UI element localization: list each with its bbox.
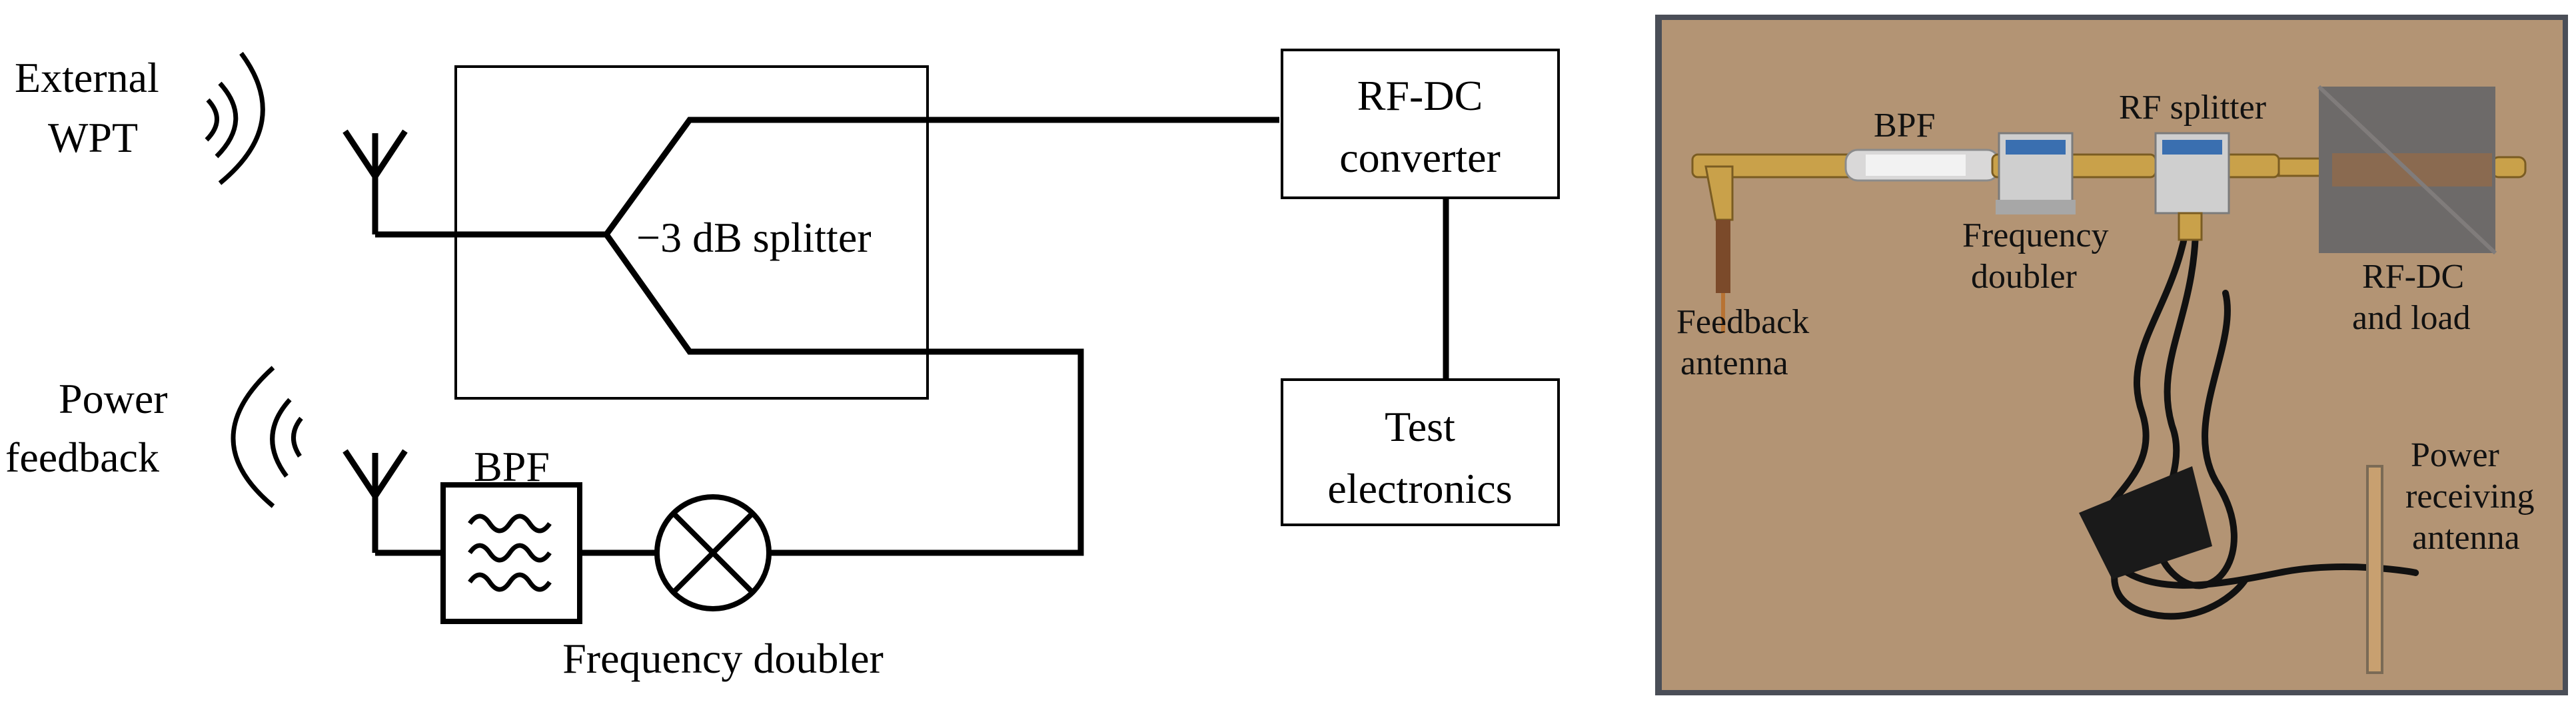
bpf-filter-icon	[468, 514, 552, 592]
external-wpt-antenna-icon	[342, 129, 408, 234]
photo-rfdc-load-label-line1: RF-DC	[2362, 258, 2464, 296]
test-electronics-box	[1281, 378, 1560, 526]
photo-power-rx-label-line2: receiving	[2405, 478, 2534, 516]
photo-rfdc-load-label-line2: and load	[2352, 299, 2471, 337]
photo-feedback-antenna-label-line2: antenna	[1680, 344, 1788, 382]
rfdc-label-line1: RF-DC	[1357, 72, 1483, 119]
test-electronics-label-line1: Test	[1385, 403, 1455, 450]
external-wpt-wave-icon	[205, 51, 265, 185]
photo-freq-doubler-label-line2: doubler	[1971, 258, 2077, 296]
photo-bpf-label: BPF	[1874, 107, 1936, 145]
block-diagram: External WPT −3 dB splitter RF-DC conver…	[5, 49, 1560, 682]
rfdc-label-line2: converter	[1339, 134, 1501, 181]
power-receiving-antenna	[2366, 465, 2383, 674]
power-feedback-wave-icon	[231, 366, 303, 508]
rf-splitter-module	[2154, 132, 2230, 241]
test-electronics-label-line2: electronics	[1327, 465, 1512, 512]
photo-rf-splitter-label: RF splitter	[2119, 89, 2266, 127]
frequency-doubler-module	[1996, 132, 2076, 214]
photo-feedback-antenna-label-line1: Feedback	[1676, 303, 1809, 341]
power-feedback-label-line1: Power	[59, 375, 168, 422]
photo-freq-doubler-label-line1: Frequency	[1962, 216, 2108, 254]
external-wpt-label-line2: WPT	[48, 114, 138, 161]
frequency-doubler-label: Frequency doubler	[562, 635, 884, 682]
frequency-doubler-mixer-icon	[654, 494, 772, 611]
splitter-label: −3 dB splitter	[636, 214, 872, 261]
external-wpt-label-line1: External	[15, 54, 159, 101]
rfdc-board	[2317, 85, 2497, 255]
hardware-photo: BPF RF splitter Frequency doubler Feedba…	[1655, 15, 2568, 695]
splitter-lower-branch	[604, 232, 1084, 556]
power-feedback-antenna-icon	[342, 449, 408, 553]
black-tape	[2079, 466, 2212, 579]
power-feedback-label-line2: feedback	[5, 434, 159, 481]
photo-power-rx-label-line1: Power	[2411, 436, 2499, 474]
photo-power-rx-label-line3: antenna	[2412, 519, 2520, 557]
rfdc-converter-box	[1281, 49, 1560, 199]
splitter-upper-branch	[604, 117, 1279, 236]
